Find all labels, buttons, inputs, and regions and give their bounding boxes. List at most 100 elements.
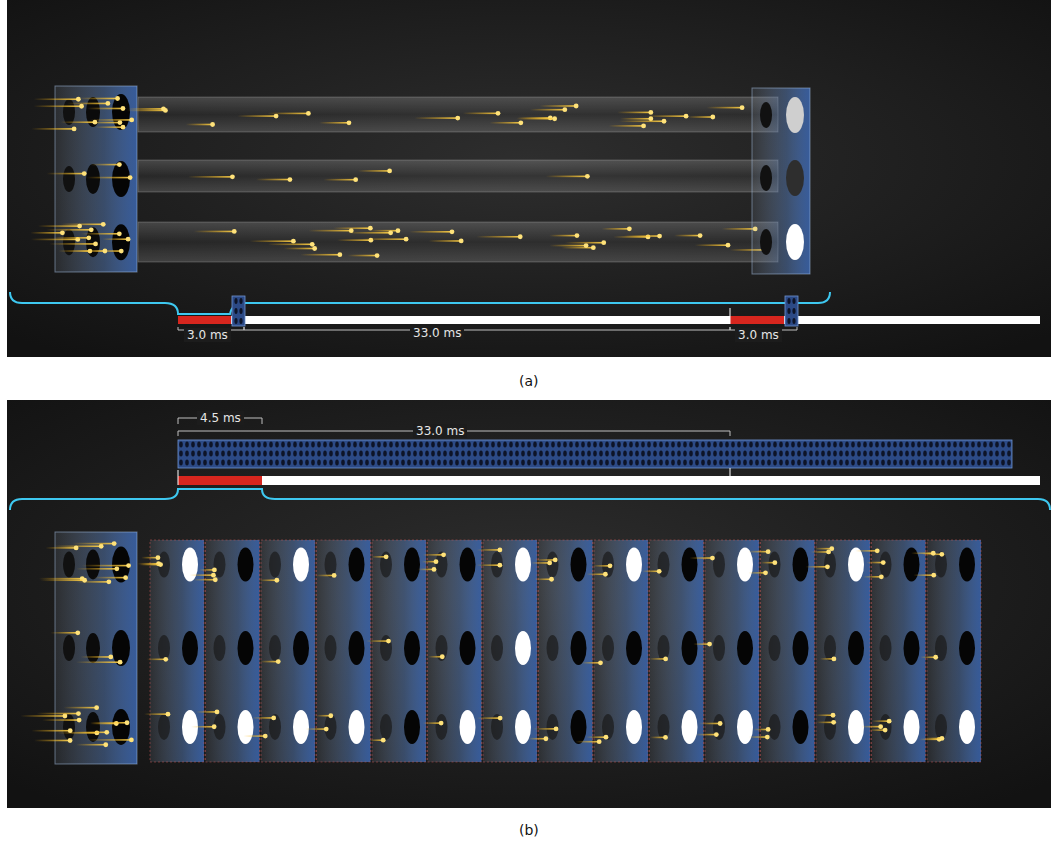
photon — [597, 739, 602, 744]
photon — [718, 721, 723, 726]
photon — [766, 549, 771, 554]
photon — [684, 114, 689, 119]
photon — [459, 239, 464, 244]
photon — [544, 736, 549, 741]
frame-hole — [792, 308, 795, 314]
photon — [552, 116, 557, 121]
photon-trail — [34, 105, 82, 107]
aperture-hole — [112, 630, 130, 666]
photon-trail — [39, 578, 82, 580]
aperture-hole — [491, 635, 503, 661]
photon — [434, 559, 439, 564]
photon — [554, 726, 559, 731]
photon — [72, 126, 77, 131]
photon-trail — [463, 113, 498, 115]
photon-trail — [528, 738, 546, 740]
frame-hole — [239, 308, 242, 314]
photon-trail — [358, 170, 390, 172]
frame-hole — [792, 318, 795, 324]
photon — [875, 548, 880, 553]
aperture-hole — [86, 227, 100, 257]
photon-trail — [477, 717, 500, 719]
photon — [931, 551, 936, 556]
aperture-hole — [380, 551, 392, 577]
detector-frame — [483, 540, 537, 762]
photon — [274, 114, 279, 119]
photon — [99, 544, 104, 549]
time-label: 3.0 ms — [735, 328, 782, 342]
photon-trail — [593, 565, 610, 567]
photon — [118, 660, 123, 665]
photon-trail — [348, 255, 378, 257]
aperture-hole — [602, 551, 614, 577]
photon — [368, 226, 373, 231]
photon-trail — [546, 176, 588, 178]
detector-pixel — [571, 631, 587, 665]
detector-pixel — [238, 631, 254, 665]
photon — [114, 566, 119, 571]
detector-pixel — [182, 547, 198, 581]
photon-trail — [516, 118, 554, 120]
aperture-hole — [86, 712, 100, 742]
panel-ground — [7, 0, 1051, 357]
photon-trail — [30, 232, 62, 234]
detector-frame — [206, 540, 260, 762]
photon-trail — [674, 235, 700, 237]
aperture-hole — [713, 714, 725, 740]
photon-trail — [561, 247, 593, 249]
photon — [496, 111, 501, 116]
detector-pixel — [515, 631, 531, 665]
photon — [603, 572, 608, 577]
photon-trail — [418, 569, 434, 571]
detector-pixel — [515, 547, 531, 581]
photon — [455, 116, 460, 121]
photon — [662, 119, 667, 124]
photon — [210, 122, 215, 127]
photon-trail — [370, 230, 398, 232]
photon-trail — [49, 243, 95, 245]
photon-trail — [128, 108, 164, 110]
aperture-hole — [380, 635, 392, 661]
detector-pixel — [404, 710, 420, 744]
frame-hole — [234, 318, 237, 324]
photon — [585, 174, 590, 179]
photon-trail — [31, 730, 70, 732]
photon-trail — [34, 98, 79, 100]
photon — [123, 575, 128, 580]
continuation-dot — [1022, 318, 1026, 322]
detector-frame — [872, 540, 926, 762]
photon-trail — [409, 231, 452, 233]
aperture-hole — [325, 551, 337, 577]
photon-trail — [20, 715, 65, 717]
photon — [553, 558, 558, 563]
photon-trail — [87, 108, 123, 110]
photon-trail — [61, 121, 95, 123]
photon — [103, 249, 108, 254]
photon — [648, 116, 653, 121]
photon — [881, 560, 886, 565]
photon — [883, 728, 888, 733]
photon-trail — [141, 557, 158, 559]
aperture-hole — [824, 714, 836, 740]
photon-trail — [586, 736, 606, 738]
photon — [105, 101, 110, 106]
photon-trail — [366, 640, 388, 642]
photon — [931, 573, 936, 578]
photon — [575, 233, 580, 238]
photon — [291, 239, 296, 244]
photon-trail — [73, 543, 114, 545]
photon-trail — [67, 103, 108, 105]
detector-pixel — [626, 547, 642, 581]
photon — [831, 720, 836, 725]
photon — [657, 569, 662, 574]
photon-trail — [284, 248, 315, 250]
frame-hole — [239, 318, 242, 324]
photon-trail — [362, 238, 406, 240]
photon-trail — [695, 244, 728, 246]
photon — [76, 97, 81, 102]
photon-trail — [79, 250, 105, 252]
photon-trail — [476, 564, 499, 566]
photon-trail — [530, 109, 565, 111]
detector-pixel — [737, 547, 753, 581]
continuation-dot — [1010, 318, 1014, 322]
